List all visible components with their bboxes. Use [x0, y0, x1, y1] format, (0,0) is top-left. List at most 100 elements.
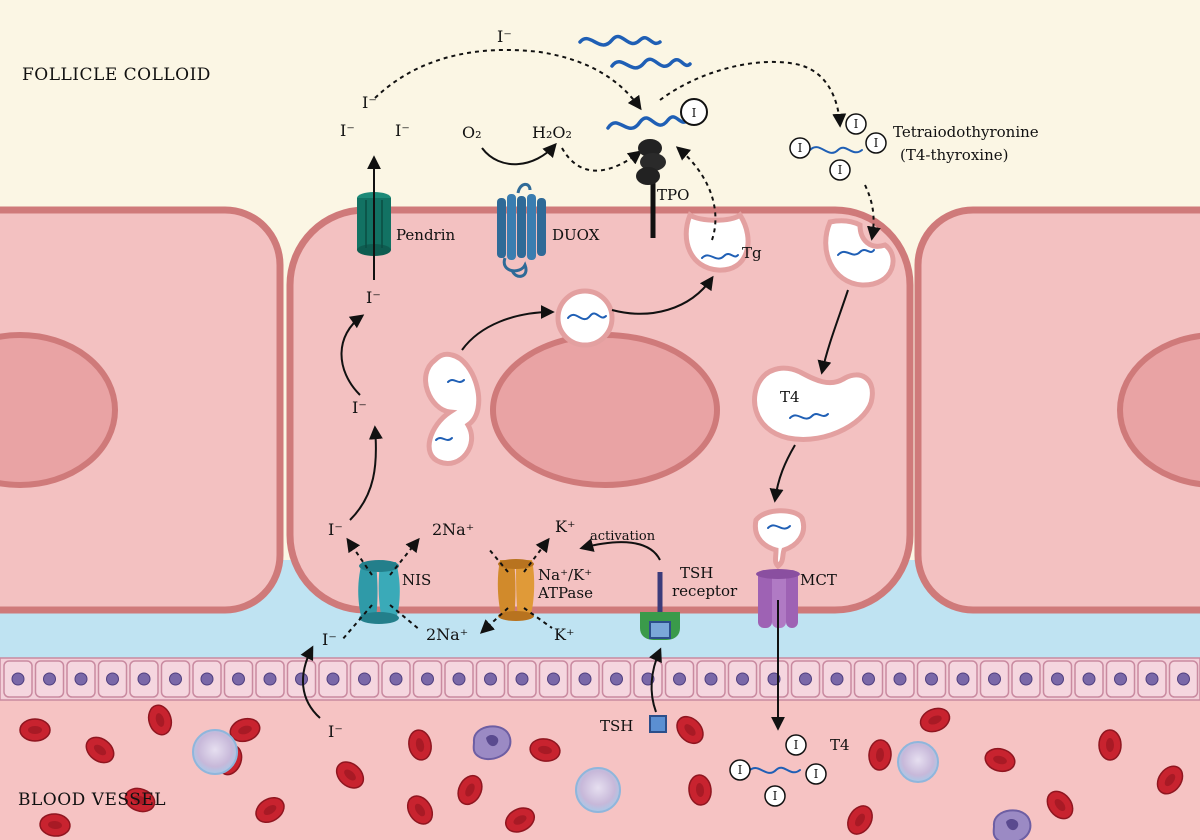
- endothelial-nucleus: [736, 672, 749, 686]
- endothelial-nucleus: [43, 672, 56, 686]
- leukocyte-nucleus: [1006, 819, 1019, 831]
- golgi-to-vesicle-arrow: [461, 305, 555, 351]
- red-blood-cell-center: [93, 744, 107, 756]
- iodide-blood: I⁻: [328, 722, 343, 741]
- tetra-label-line2: (T4-thyroxine): [900, 146, 1008, 164]
- nis-iodide-out-arrow: [346, 537, 373, 576]
- endothelial-nucleus: [1019, 672, 1033, 686]
- thyroid-cell-center: [286, 206, 914, 614]
- atpase-label-line2: ATPase: [537, 584, 593, 602]
- atpase-label-line1: Na⁺/K⁺: [538, 566, 592, 584]
- red-blood-cell-center: [928, 715, 942, 725]
- endothelial-nucleus: [799, 672, 812, 686]
- thyroid-cell-right: [914, 206, 1200, 614]
- iodide-nis-bottom: I⁻: [322, 630, 337, 649]
- tg-to-tpo-arrow: [675, 146, 717, 241]
- na-k-atpase: [497, 559, 535, 621]
- endothelial-nucleus: [1114, 672, 1127, 686]
- vesicle-to-tg-arrow: [611, 275, 714, 315]
- iodide-below-pendrin: I⁻: [366, 288, 381, 307]
- endothelial-nucleus: [326, 672, 340, 686]
- endothelial-nucleus: [1177, 672, 1190, 686]
- red-blood-cell-center: [238, 725, 252, 735]
- atpase-na-out-arrow: [479, 607, 509, 634]
- endothelial-nucleus: [11, 672, 25, 686]
- red-blood-cell-center: [263, 804, 277, 816]
- endothelial-nucleus: [1145, 672, 1159, 686]
- iodide-to-tpo-arrow: [374, 48, 642, 111]
- tg-to-t4-arrow: [659, 60, 847, 128]
- t4-to-mct-vesicle-arrow: [769, 444, 796, 503]
- endothelial-nucleus: [830, 672, 844, 686]
- red-blood-cell-center: [1164, 773, 1176, 787]
- tsh-receptor-label-line1: TSH: [680, 564, 713, 582]
- red-blood-cell-center: [1054, 798, 1066, 812]
- tsh-receptor-label-line2: receptor: [672, 582, 738, 600]
- white-blood-cell: [897, 741, 939, 783]
- colloid-label: FOLLICLE COLLOID: [22, 65, 211, 85]
- endothelial-nucleus: [610, 672, 623, 686]
- tg-chain-colloid-1: [578, 34, 662, 47]
- iodine-atom-tpo-label: I: [692, 106, 697, 120]
- tg-exocytosis-vesicle: [683, 211, 751, 273]
- endothelial-nucleus: [263, 672, 277, 686]
- mct-vesicle: [752, 508, 806, 570]
- red-blood-cell-center: [414, 803, 426, 817]
- golgi-vesicle: [423, 351, 482, 466]
- t4-blood-iodine-1: I: [738, 763, 743, 777]
- iodine-atom-tpo: [680, 98, 708, 126]
- nis-label: NIS: [402, 571, 431, 589]
- endothelial-nucleus: [137, 672, 151, 686]
- tsh-label: TSH: [600, 717, 633, 735]
- red-blood-cell-center: [993, 755, 1007, 765]
- nis-na-in-arrow: [389, 604, 421, 631]
- endothelial-nucleus: [704, 672, 718, 686]
- k-atpase-top: K⁺: [555, 517, 575, 536]
- pendrin-label: Pendrin: [396, 226, 456, 244]
- na-nis-top: 2Na⁺: [432, 520, 474, 539]
- endothelial-nucleus: [956, 672, 970, 686]
- iodide-colloid-top: I⁻: [497, 27, 512, 46]
- red-blood-cell-center: [855, 813, 865, 827]
- t4-molecule-colloid: [789, 113, 887, 181]
- endothelial-nucleus: [74, 672, 88, 686]
- tpo-label: TPO: [657, 186, 689, 204]
- t4-colloid-iodine-1: I: [798, 141, 803, 155]
- endothelial-nucleus: [295, 672, 308, 686]
- endocytic-vesicle: [823, 218, 896, 288]
- iodide-up-arrow-2: [340, 314, 365, 396]
- t4-colloid-iodine-2: I: [854, 117, 859, 131]
- atpase-k-out-arrow: [523, 537, 550, 573]
- red-blood-cell-center: [48, 820, 62, 830]
- t4-blood-label: T4: [830, 736, 850, 754]
- endothelial-nucleus: [547, 672, 560, 686]
- red-blood-cell-center: [28, 726, 42, 734]
- endothelial-nucleus: [358, 672, 371, 686]
- t4-blood-iodine-4: I: [773, 789, 778, 803]
- k-atpase-bottom: K⁺: [554, 625, 574, 644]
- o2-label: O₂: [462, 123, 482, 142]
- endothelial-nucleus: [988, 672, 1001, 686]
- h2o2-to-tpo-arrow: [561, 147, 643, 172]
- endothelial-nucleus: [452, 672, 466, 686]
- t4-endocytosis-arrow: [864, 184, 881, 241]
- endocytosis-to-t4-arrow: [817, 289, 849, 375]
- endothelial-nucleus: [1082, 672, 1096, 686]
- endothelial-nucleus: [925, 672, 938, 686]
- atpase-k-in-arrow: [523, 607, 553, 629]
- endothelial-nucleus: [515, 672, 529, 686]
- nis-symporter: [358, 560, 400, 624]
- tsh-molecule: [649, 715, 667, 733]
- t4-blood-iodine-2: I: [794, 738, 799, 752]
- red-blood-cell-center: [1105, 738, 1115, 752]
- t4-colloid-iodine-4: I: [838, 163, 843, 177]
- endothelial-nucleus: [106, 672, 119, 686]
- red-blood-cell-center: [538, 745, 552, 755]
- endothelial-nucleus: [200, 672, 214, 686]
- red-blood-cell-center: [465, 783, 475, 797]
- endothelial-nucleus: [421, 672, 434, 686]
- t4-colloid-iodine-3: I: [874, 136, 879, 150]
- duox-label: DUOX: [552, 226, 600, 244]
- iodide-colloid-c: I⁻: [395, 121, 410, 140]
